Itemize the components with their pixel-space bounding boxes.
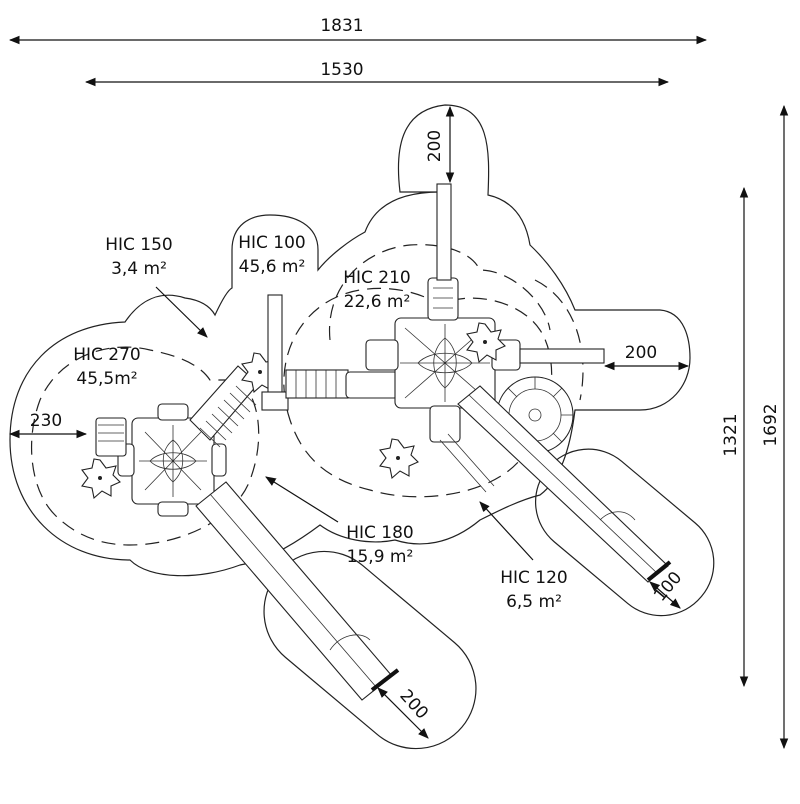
tunnel-bridge bbox=[285, 369, 399, 399]
dim-inner-height: 1321 bbox=[721, 413, 741, 456]
leader-hic-120 bbox=[479, 501, 534, 561]
dim-line-slide-big bbox=[377, 687, 429, 739]
slide-lower bbox=[195, 481, 400, 701]
dim-left: 230 bbox=[30, 411, 62, 431]
flower-bottom bbox=[379, 438, 419, 480]
dim-slide-big: 200 bbox=[395, 686, 432, 724]
zone-hic-100-code: HIC 100 bbox=[238, 233, 306, 253]
zone-hic-120-area: 6,5 m² bbox=[506, 592, 562, 612]
dimension-lines bbox=[8, 35, 789, 750]
zone-dashed-center bbox=[283, 287, 553, 498]
leader-hic-180 bbox=[265, 476, 339, 523]
flower-left bbox=[81, 458, 121, 500]
equipment bbox=[81, 183, 672, 701]
zone-dashed-top bbox=[328, 244, 551, 341]
post-left-base bbox=[261, 391, 289, 411]
post-right bbox=[519, 348, 605, 364]
zone-dashed-right bbox=[534, 279, 584, 401]
zone-hic-150-area: 3,4 m² bbox=[111, 259, 167, 279]
zone-hic-270-area: 45,5m² bbox=[76, 369, 137, 389]
dim-overall-width: 1831 bbox=[320, 16, 363, 36]
zone-hic-180-code: HIC 180 bbox=[346, 523, 414, 543]
zone-hic-210-area: 22,6 m² bbox=[344, 292, 411, 312]
zone-hic-210-code: HIC 210 bbox=[343, 268, 411, 288]
tower-left bbox=[95, 403, 227, 517]
post-top bbox=[436, 183, 452, 281]
dim-line-slide-small bbox=[649, 581, 681, 609]
dimension-labels: 1831 1530 1692 1321 200 200 230 200 100 bbox=[30, 16, 781, 723]
zone-hic-120-code: HIC 120 bbox=[500, 568, 568, 588]
leader-hic-150 bbox=[155, 286, 208, 338]
flower-right bbox=[466, 322, 506, 364]
leader-lines bbox=[155, 286, 534, 561]
dim-overall-height: 1692 bbox=[761, 403, 781, 446]
zone-labels: HIC 150 3,4 m² HIC 100 45,6 m² HIC 210 2… bbox=[73, 233, 568, 612]
dim-right: 200 bbox=[625, 343, 657, 363]
zone-hic-270-code: HIC 270 bbox=[73, 345, 141, 365]
tower-right bbox=[365, 277, 521, 443]
zone-hic-150-code: HIC 150 bbox=[105, 235, 173, 255]
dashed-zones bbox=[31, 244, 584, 546]
post-left bbox=[267, 294, 283, 396]
zone-dashed-left bbox=[31, 346, 260, 546]
zone-hic-100-area: 45,6 m² bbox=[239, 257, 306, 277]
slide-right bbox=[439, 385, 672, 583]
zone-hic-180-area: 15,9 m² bbox=[347, 547, 414, 567]
zone-outline-left bbox=[9, 104, 691, 577]
dim-inner-width: 1530 bbox=[320, 60, 363, 80]
dim-top: 200 bbox=[425, 130, 445, 162]
